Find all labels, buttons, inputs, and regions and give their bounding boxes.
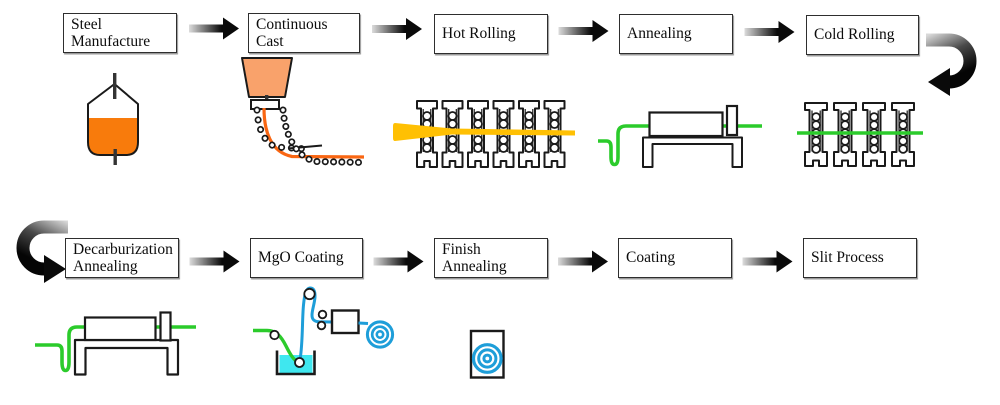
step-label: MgO Coating	[258, 249, 344, 267]
arrow-cast-to-hot	[372, 18, 422, 40]
row-wrap-arrow-down-icon	[926, 33, 977, 96]
step-label: Finish Annealing	[442, 240, 507, 275]
arrow-annealing-to-cold	[744, 21, 795, 43]
cold-rolling-mill-icon	[797, 102, 923, 167]
strip-coil-icon	[365, 320, 395, 349]
step-label: Steel Manufacture	[71, 15, 151, 50]
arrow-decarb-to-mgo	[189, 250, 240, 273]
hot-rolling-mill-icon	[393, 100, 575, 168]
process-step-slit-process: Slit Process	[803, 238, 917, 278]
step-label: Cold Rolling	[814, 26, 895, 44]
arrow-mgo-to-finish	[373, 250, 424, 273]
process-step-cold-rolling: Cold Rolling	[806, 15, 919, 55]
process-step-continuous-cast: Continuous Cast	[248, 13, 360, 53]
step-label: Annealing	[627, 25, 692, 43]
mgo-coating-line-icon	[253, 286, 395, 376]
decarburization-furnace-icon	[35, 311, 196, 376]
continuous-caster-icon	[241, 57, 367, 166]
step-label: Coating	[626, 249, 676, 267]
arrow-steel-to-cast	[189, 17, 239, 40]
process-step-finish-annealing: Finish Annealing	[434, 238, 548, 278]
step-label: Hot Rolling	[442, 25, 516, 43]
process-step-coating: Coating	[618, 238, 732, 278]
process-step-mgo-coating: MgO Coating	[250, 238, 363, 278]
row-wrap-arrow-continue-icon	[16, 220, 68, 283]
process-step-annealing: Annealing	[619, 14, 733, 54]
ladle-icon	[87, 73, 139, 165]
step-label: Slit Process	[811, 249, 884, 267]
arrow-hot-to-annealing	[558, 20, 609, 42]
arrow-coating-to-slit	[742, 250, 793, 273]
process-step-hot-rolling: Hot Rolling	[434, 14, 548, 54]
coil-in-furnace-icon	[469, 329, 505, 379]
process-step-steel-manufacture: Steel Manufacture	[63, 13, 177, 53]
step-label: Continuous Cast	[256, 15, 328, 50]
step-label: Decarburization Annealing	[73, 240, 173, 275]
process-step-decarburization-annealing: Decarburization Annealing	[65, 238, 179, 278]
annealing-furnace-icon	[598, 104, 762, 168]
arrow-finish-to-coating	[558, 250, 608, 273]
